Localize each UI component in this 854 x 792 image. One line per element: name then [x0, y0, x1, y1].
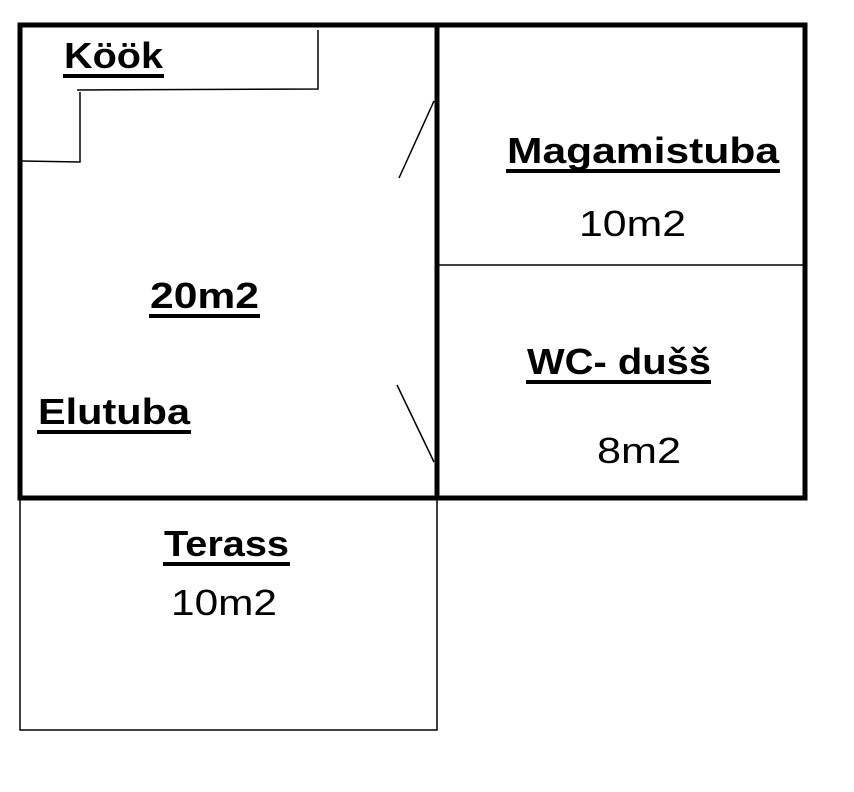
bedroom-area: 10m2: [579, 203, 686, 244]
terrace-area: 10m2: [171, 582, 277, 623]
bedroom-door: [398, 100, 435, 179]
terrace-outline: [19, 497, 438, 731]
living-label: Elutuba: [38, 391, 191, 432]
terrace-label: Terass: [164, 523, 289, 564]
living-area: 20m2: [150, 275, 259, 316]
bedroom-label: Magamistuba: [507, 130, 780, 171]
kitchen-label: Köök: [64, 35, 164, 76]
walls: [17, 22, 808, 731]
bathroom-door: [396, 384, 435, 463]
kitchen-counter: [21, 30, 319, 163]
bathroom-label: WC- dušš: [527, 341, 711, 382]
bathroom-area: 8m2: [597, 430, 681, 471]
